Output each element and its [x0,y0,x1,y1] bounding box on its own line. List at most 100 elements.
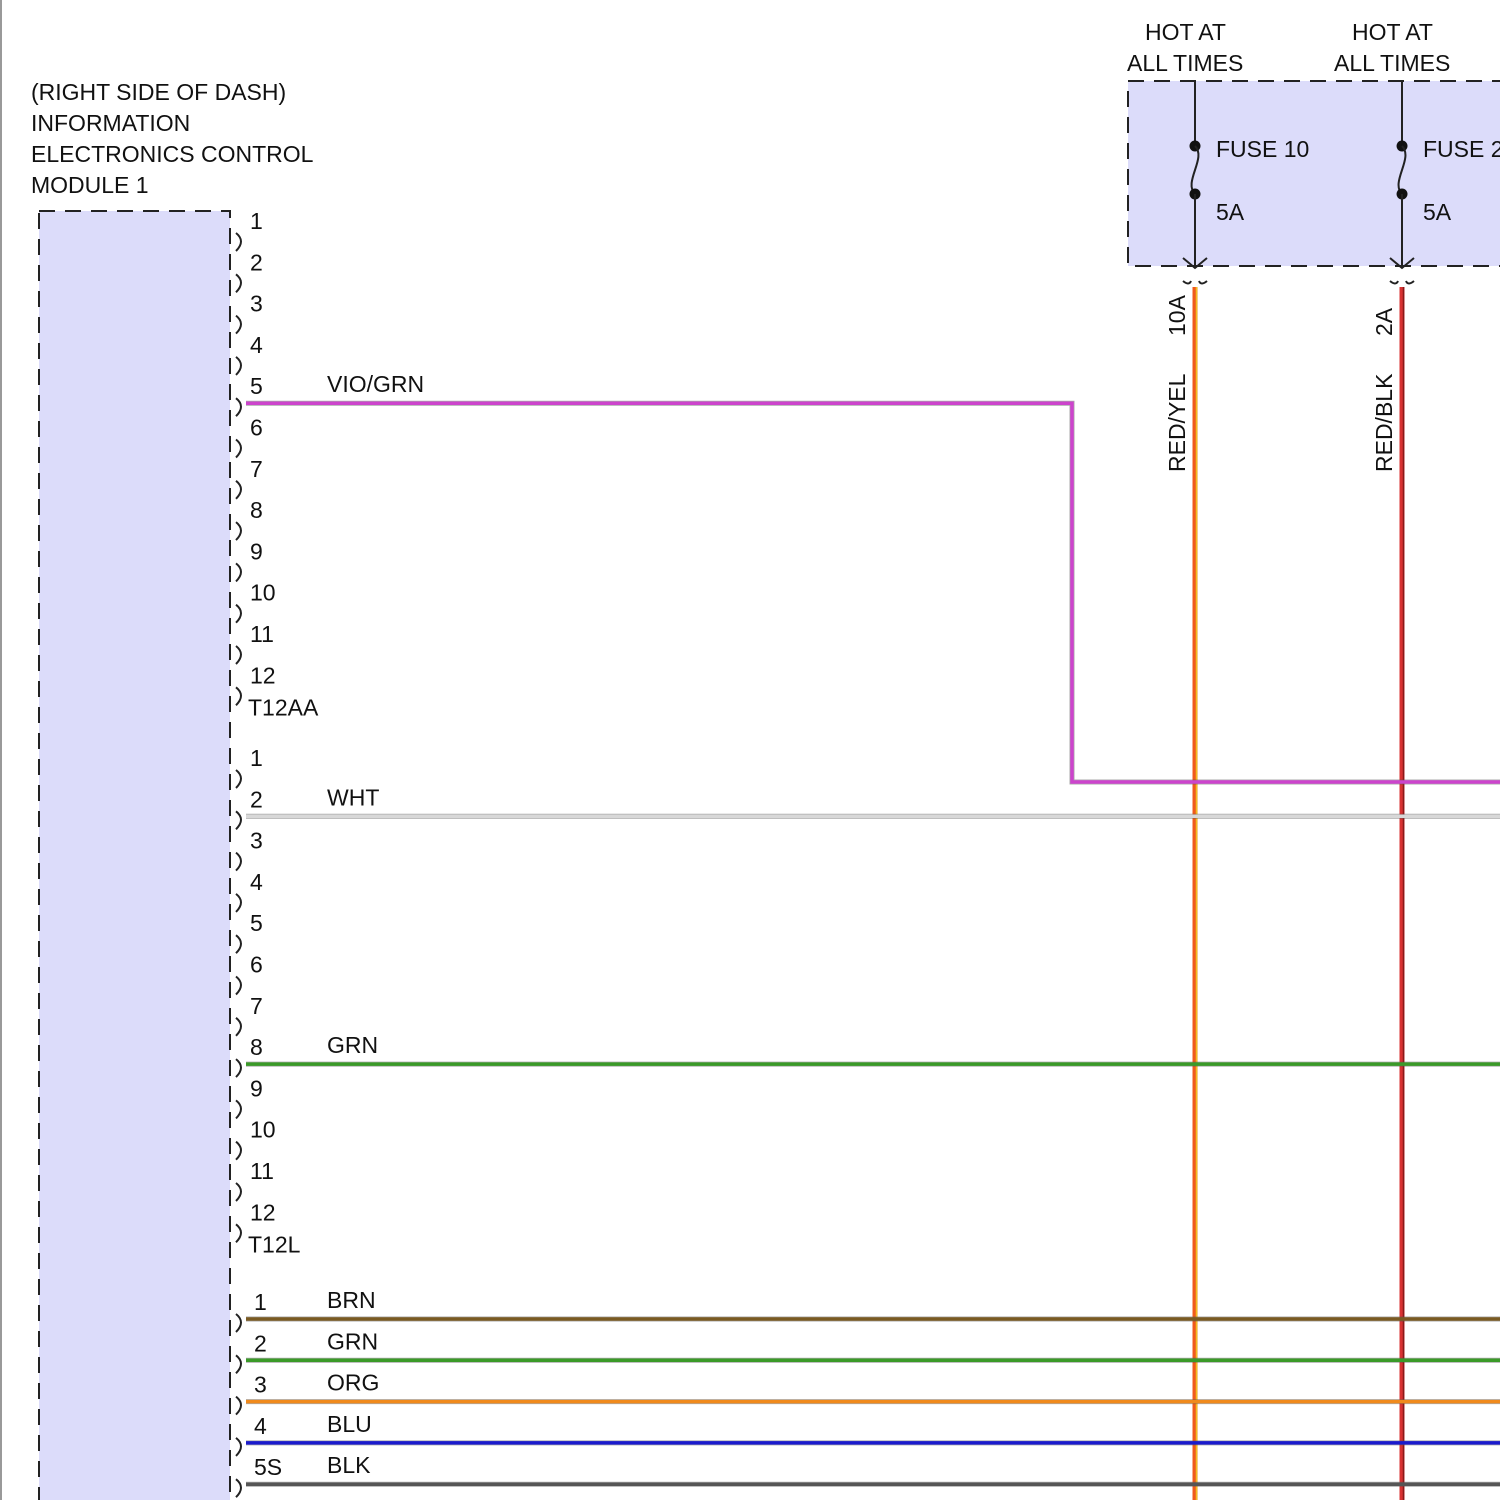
pin-label: 9 [250,538,263,564]
pin-label: 4 [254,1413,267,1439]
module-box [39,211,230,1500]
pin-label: 6 [250,952,263,978]
fuse-hot-label-line-1: HOT AT [1352,19,1433,45]
pin-label: 2 [250,786,263,812]
pin-label: 8 [250,497,263,523]
pin-connector-icon [236,1100,241,1118]
pin-connector-icon [236,1018,241,1036]
fuse-connector-female-icon [1183,281,1207,284]
wire-grn: GRN [246,1328,1500,1360]
pin-connector-icon [236,811,241,829]
wire-color-label: GRN [327,1328,378,1354]
wire-color-label: BLK [327,1452,371,1478]
pin-label: 7 [250,456,263,482]
pin-connector-icon [236,977,241,995]
pin-label: 4 [250,332,263,358]
wire-path [246,403,1500,782]
wires: VIO/GRN WHT GRN BRN GRN ORG BLU BLK [246,371,1500,1484]
pin-connector-icon [236,522,241,540]
pin-label: 3 [254,1372,267,1398]
pin-connector-icon [236,1183,241,1201]
wire-color-label: GRN [327,1032,378,1058]
pin-connector-icon [236,316,241,334]
pin-label: 5 [250,373,263,399]
fuse-hot-label-line-1: HOT AT [1145,19,1226,45]
fuse-name: FUSE 10 [1216,136,1309,162]
pin-connector-icon [236,894,241,912]
pin-connector-icon [236,770,241,788]
pin-label: 1 [254,1289,267,1315]
wire-color-label: VIO/GRN [327,371,424,397]
fuse-hot-label-line-2: ALL TIMES [1127,50,1243,76]
pin-connector-icon [236,853,241,871]
pin-connector-icon [236,1438,241,1456]
fuse-box [1128,81,1500,266]
connector-name-label: T12L [248,1232,301,1258]
pin-label: 8 [250,1034,263,1060]
fuse-output-pin-label: 2A [1371,307,1397,336]
connector-name-label: T12AA [248,695,319,721]
wire-org: ORG [246,1370,1500,1402]
pin-connector-icon [236,1355,241,1373]
pin-label: 6 [250,415,263,441]
fuse-rating: 5A [1216,199,1245,225]
pin-connector-icon [236,1224,241,1242]
pin-label: 4 [250,869,263,895]
pin-label: 3 [250,291,263,317]
pin-label: 11 [250,1158,274,1184]
fuse-output-wire-color-label: RED/YEL [1164,373,1190,472]
fuse-name: FUSE 2 [1423,136,1500,162]
pin-connector-icon [236,481,241,499]
pin-label: 12 [250,1199,276,1225]
wire-color-label: BLU [327,1411,372,1437]
pin-label: 2 [250,249,263,275]
pin-connector-icon [236,1479,241,1497]
wire-blu: BLU [246,1411,1500,1443]
pin-connector-icon [236,1142,241,1160]
pin-connector-icon [236,233,241,251]
pin-connector-icon [236,605,241,623]
pin-label: 10 [250,580,276,606]
wire-brn: BRN [246,1287,1500,1319]
pin-connector-icon [236,1059,241,1077]
module-title-line-2: INFORMATION [31,110,190,136]
fuse-rating: 5A [1423,199,1452,225]
pin-connector-icon [236,274,241,292]
fuse-connector-female-icon [1390,281,1414,284]
wire-color-label: BRN [327,1287,376,1313]
pin-connector-icon [236,357,241,375]
fuse-hot-label-line-2: ALL TIMES [1334,50,1450,76]
pin-label: 12 [250,662,276,688]
wire-wht: WHT [246,784,1500,816]
pin-connector-icon [236,1314,241,1332]
fuse-output-wire-color-label: RED/BLK [1371,373,1397,472]
pin-label: 3 [250,828,263,854]
pin-connector-icon [236,440,241,458]
pin-connector-icon [236,1397,241,1415]
pin-label: 5S [254,1454,282,1480]
pin-label: 1 [250,208,263,234]
wire-vio-grn: VIO/GRN [246,371,1500,782]
pin-label: 10 [250,1117,276,1143]
pin-label: 2 [254,1330,267,1356]
module-title-line-4: MODULE 1 [31,172,149,198]
module-title-line-3: ELECTRONICS CONTROL [31,141,314,167]
pin-label: 7 [250,993,263,1019]
pin-label: 5 [250,910,263,936]
wire-blk: BLK [246,1452,1500,1484]
module-title-line-1: (RIGHT SIDE OF DASH) [31,79,286,105]
pin-label: 11 [250,621,274,647]
pin-connector-icon [236,646,241,664]
wire-grn: GRN [246,1032,1500,1064]
fuse-output-pin-label: 10A [1164,294,1190,336]
pin-label: 1 [250,745,263,771]
pin-connector-icon [236,687,241,705]
module-title: (RIGHT SIDE OF DASH) INFORMATION ELECTRO… [31,79,314,198]
wire-color-label: WHT [327,784,379,810]
pin-label: 9 [250,1075,263,1101]
pin-connector-icon [236,398,241,416]
pin-connector-icon [236,935,241,953]
pin-connector-icon [236,563,241,581]
